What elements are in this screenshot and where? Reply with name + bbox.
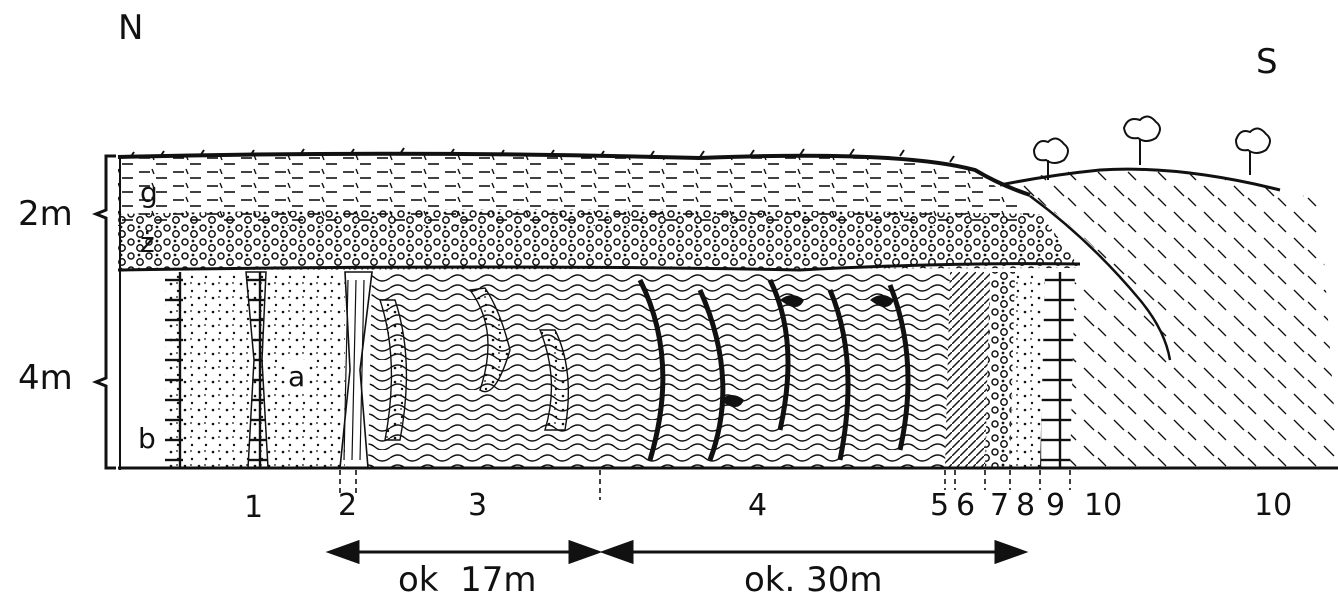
section-base-line	[118, 468, 1338, 469]
layer-number-2: 2	[338, 488, 357, 523]
unit-label-a: a	[286, 360, 307, 393]
tree-icon-3	[1236, 128, 1270, 175]
layer-5-6	[945, 272, 990, 468]
unit-label-g: g	[140, 176, 158, 209]
layer-number-4: 4	[748, 488, 767, 523]
north-label: N	[118, 8, 143, 48]
layer-number-7: 7	[990, 488, 1009, 523]
distance-arrow-right	[604, 542, 1024, 562]
tree-icon-2	[1124, 116, 1160, 165]
unit-label-b: b	[136, 422, 158, 455]
distance-arrow-left	[330, 542, 598, 562]
layer-7	[985, 272, 1015, 468]
south-label: S	[1256, 42, 1278, 82]
layer-number-5: 5	[930, 488, 949, 523]
layer-number-10a: 10	[1084, 488, 1122, 523]
layer-number-3: 3	[468, 488, 487, 523]
distance-label-right: ok. 30m	[744, 560, 883, 600]
layer-number-9: 9	[1046, 488, 1065, 523]
layer-9	[1040, 272, 1075, 468]
layer-8	[1010, 272, 1045, 468]
layer-2-lines	[344, 280, 364, 460]
distance-label-left: ok 17m	[398, 560, 537, 600]
layer-number-8: 8	[1016, 488, 1035, 523]
layer-number-6: 6	[956, 488, 975, 523]
gravel-layer-z	[118, 210, 1080, 271]
scale-label-upper: 2m	[18, 194, 73, 234]
layer-number-1: 1	[244, 490, 263, 525]
scale-label-lower: 4m	[18, 358, 73, 398]
scale-brace	[96, 156, 116, 468]
unit-label-z: ż	[140, 226, 155, 259]
layer-1-brick-band-left	[165, 272, 183, 468]
layer-number-10b: 10	[1254, 488, 1292, 523]
